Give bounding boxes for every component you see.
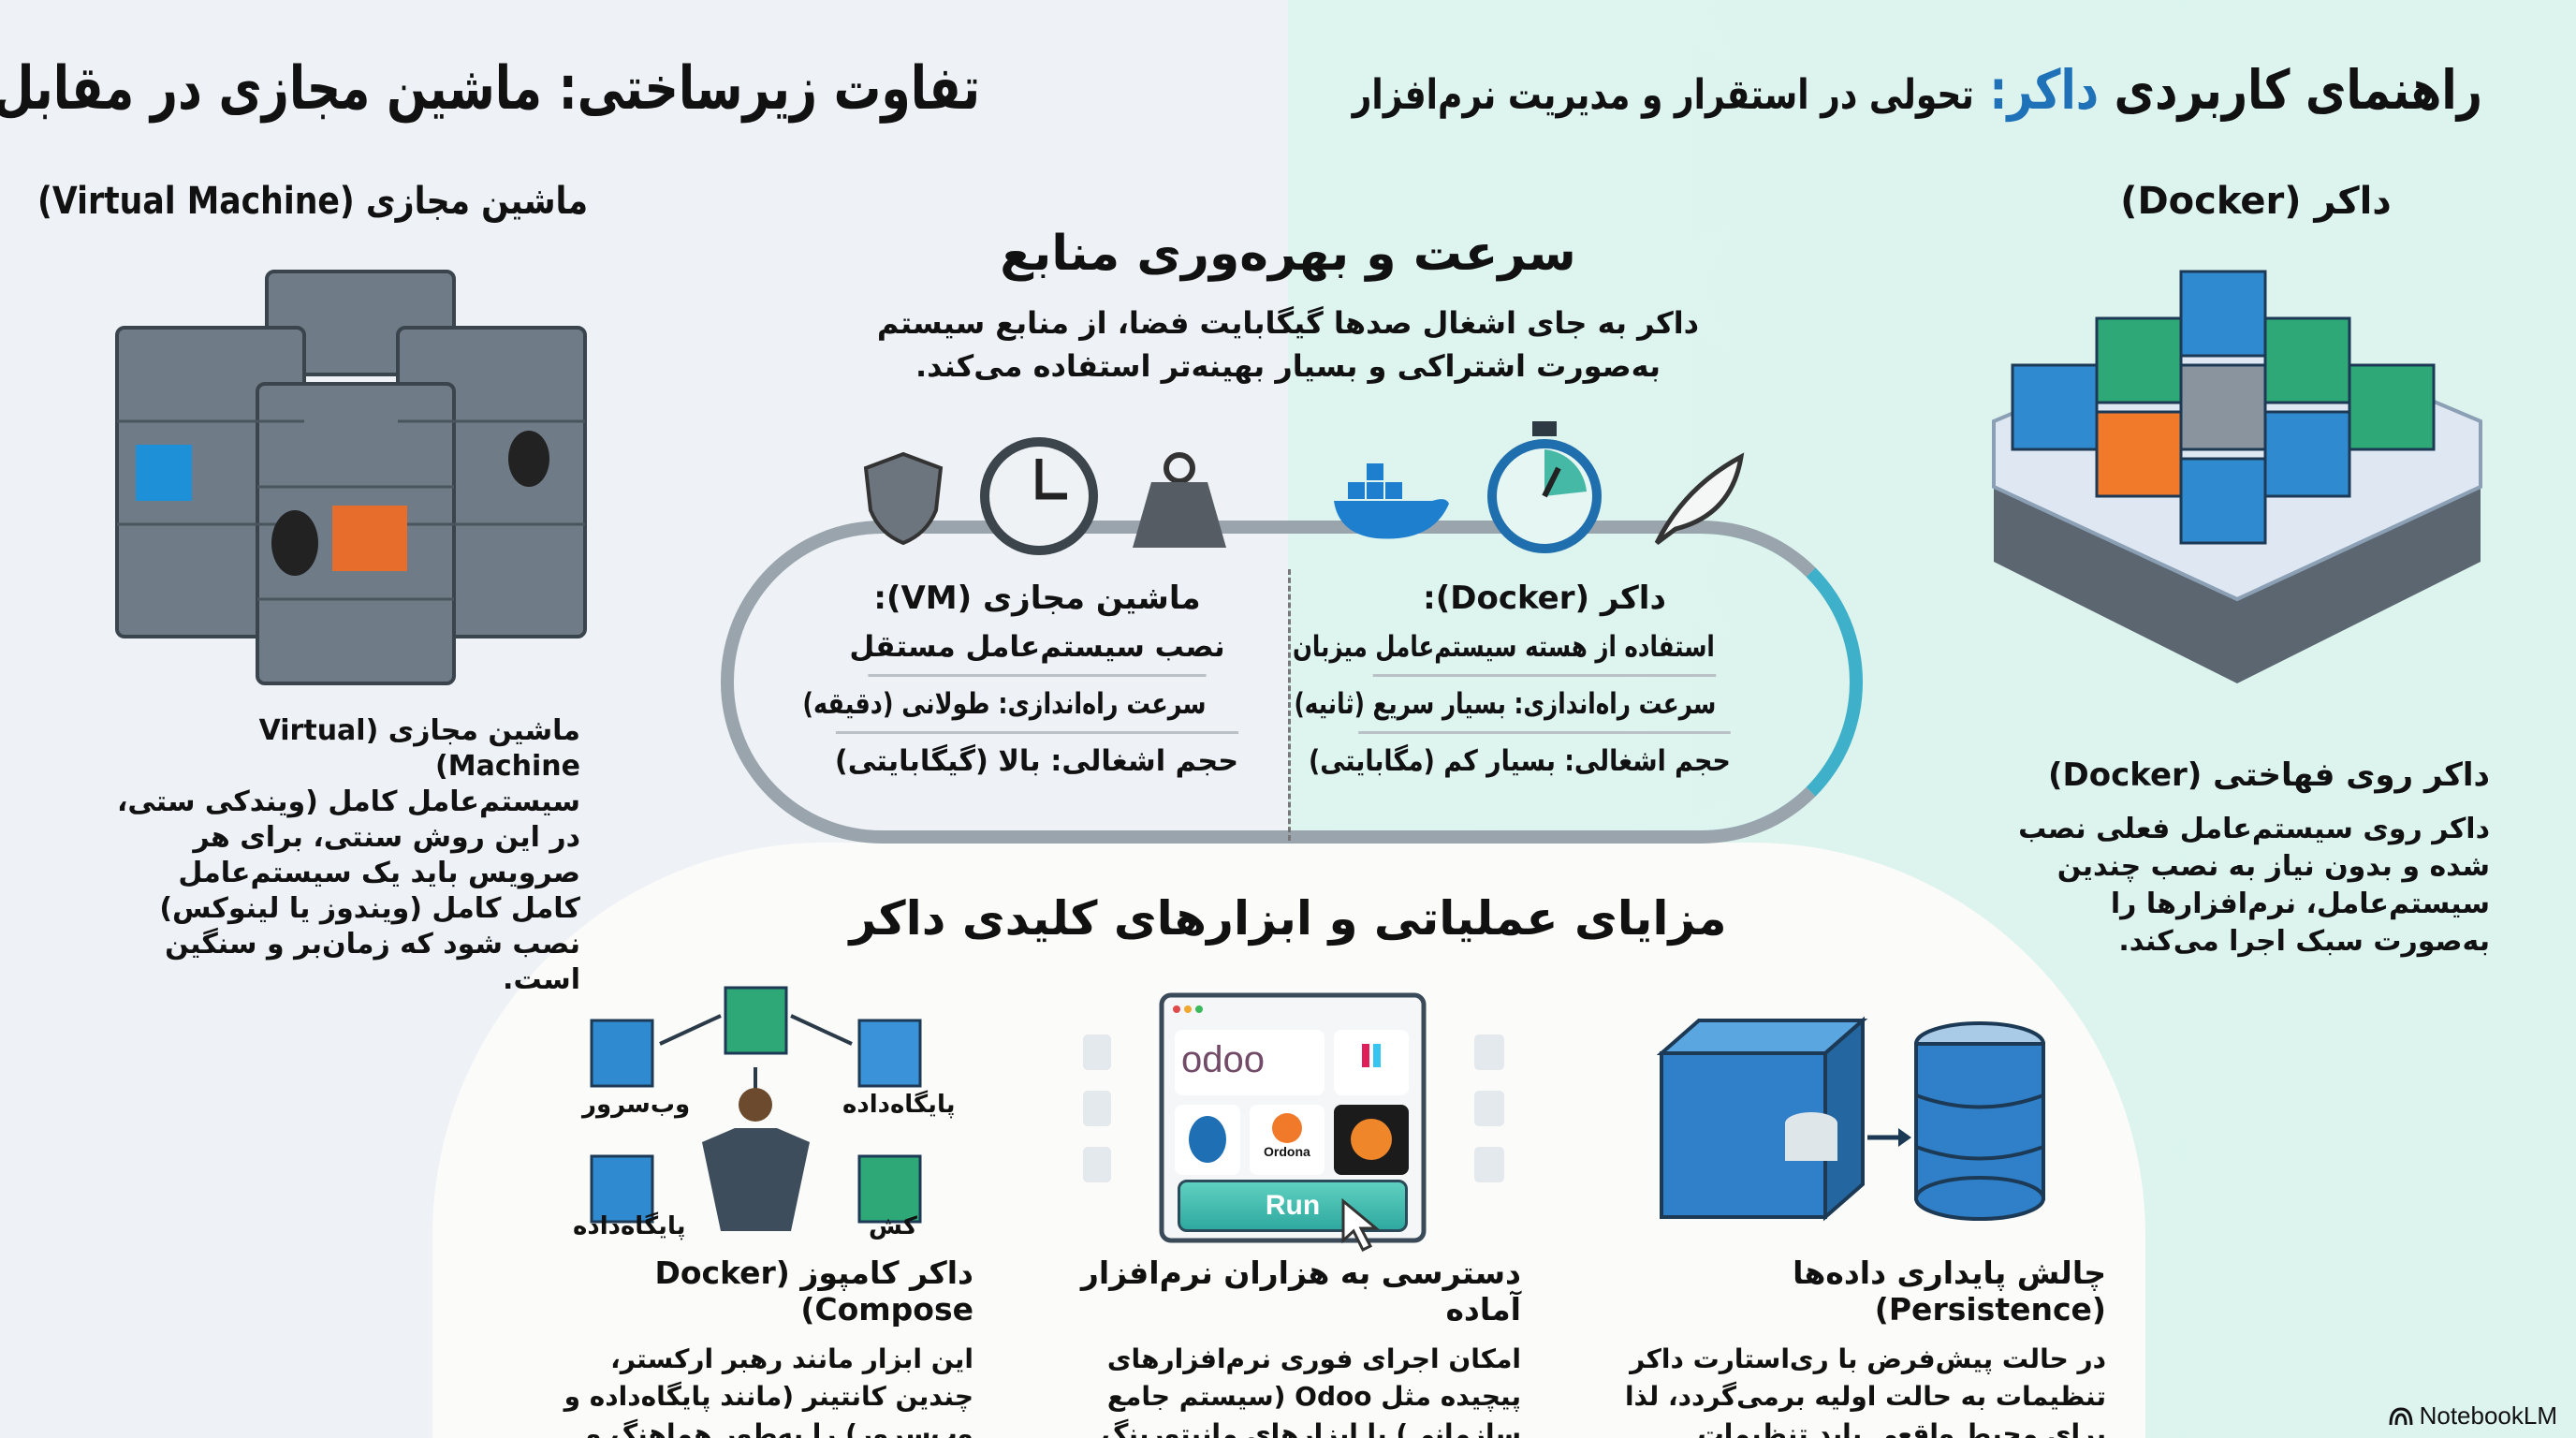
docker-containers-illustration	[1992, 270, 2482, 683]
stopwatch-icon	[1487, 421, 1602, 553]
card-body: در حالت پیش‌فرض با ری‌استارت داکر تنظیما…	[1624, 1343, 2106, 1438]
card-title: دسترسی به هزاران نرم‌افزار آماده	[1080, 1255, 1521, 1328]
vm-desc-body: در این روش سنتی، برای هر صرویس باید یک س…	[159, 821, 580, 996]
grafana-app-tile[interactable]: Ordona	[1264, 1144, 1310, 1159]
page-title-left: تفاوت زیرساختی: ماشین مجازی در مقابل داک…	[0, 54, 981, 124]
docker-description: داکر روی فهاختی (Docker) داکر روی سیستم‌…	[2003, 756, 2490, 961]
speed-section-description: داکر به جای اشغال صدها گیگابایت فضا، از …	[867, 301, 1709, 388]
container-label-database: پایگاه‌داده	[573, 1212, 686, 1240]
docker-compose-card: داکر کامپوز (Docker Compose) این ابزار م…	[543, 1255, 973, 1438]
weight-icon	[1133, 452, 1226, 548]
vm-column-header: ماشین مجازی (VM):	[873, 580, 1201, 617]
windows-logo-icon	[332, 506, 407, 571]
app-store-window-illustration	[1083, 992, 1504, 1243]
card-body: امکان اجرای فوری نرم‌افزارهای پیچیده مثل…	[1101, 1343, 1521, 1438]
card-body: این ابزار مانند رهبر ارکستر، چندین کانتی…	[564, 1343, 973, 1438]
feather-icon	[1654, 452, 1745, 545]
docker-row: سرعت راه‌اندازی: بسیار سریع (ثانیه)	[1294, 674, 1717, 731]
docker-row: حجم اشغالی: بسیار کم (مگابایتی)	[1309, 731, 1731, 788]
notebooklm-logo-icon	[2389, 1406, 2413, 1425]
docker-comparison-column: داکر (Docker): استفاده از هسته سیستم‌عام…	[1293, 579, 1760, 788]
page-title-right: راهنمای کاربردی داکر: تحولی در استقرار و…	[1353, 58, 2482, 122]
docker-column-header: داکر (Docker):	[1423, 580, 1666, 617]
speed-section-title: سرعت و بهره‌وری منابع	[1000, 226, 1576, 282]
card-title: چالش پایداری داده‌ها (Persistence)	[1793, 1255, 2106, 1328]
docker-desc-title: داکر روی فهاختی (Docker)	[2047, 756, 2490, 794]
vm-comparison-column: ماشین مجازی (VM): نصب سیستم‌عامل مستقل س…	[802, 579, 1243, 788]
comparison-divider	[1288, 569, 1291, 841]
vm-desc-title: ماشین مجازی (Virtual Machine)	[258, 714, 580, 783]
speed-desc-line: به‌صورت اشتراکی و بسیار بهینه‌تر استفاده…	[915, 348, 1661, 384]
container-label-database: پایگاه‌داده	[842, 1091, 956, 1119]
docker-heading: داکر (Docker)	[2120, 180, 2392, 223]
persistence-illustration	[1657, 1016, 2045, 1222]
docker-desc-body: داکر روی سیستم‌عامل فعلی نصب شده و بدون …	[2018, 813, 2490, 958]
card-title: داکر کامپوز (Docker Compose)	[654, 1255, 973, 1328]
persistence-card: چالش پایداری داده‌ها (Persistence) در حا…	[1601, 1255, 2106, 1438]
cursor-icon	[1341, 1198, 1381, 1253]
brand-label: NotebookLM	[2419, 1401, 2557, 1430]
vm-row: حجم اشغالی: بالا (گیگابایتی)	[835, 731, 1239, 788]
vm-heading: ماشین مجازی (Virtual Machine)	[37, 180, 589, 223]
odoo-logo[interactable]: odoo	[1181, 1039, 1265, 1080]
docker-whale-icon	[1334, 463, 1449, 539]
container-label-webserver: وب‌سرور	[582, 1091, 691, 1119]
ready-software-card: دسترسی به هزاران نرم‌افزار آماده امکان ا…	[1062, 1255, 1521, 1438]
vm-servers-illustration	[115, 270, 587, 685]
linux-penguin-icon	[271, 510, 318, 576]
container-label-cache: کش	[869, 1212, 917, 1240]
orchestra-conductor-illustration	[590, 986, 922, 1231]
title-suffix: تحولی در استقرار و مدیریت نرم‌افزار	[1352, 71, 1974, 119]
linux-penguin-icon	[508, 431, 549, 487]
title-prefix: راهنمای کاربردی	[2114, 58, 2482, 122]
clock-icon	[980, 437, 1098, 555]
vm-description: ماشین مجازی (Virtual Machine) سیستم‌عامل…	[112, 713, 580, 998]
docker-row: استفاده از هسته سیستم‌عامل میزبان	[1293, 630, 1715, 664]
vm-row: نصب سیستم‌عامل مستقل	[849, 630, 1225, 664]
vm-desc-subtitle: سیستم‌عامل کامل (ویندکی ستی،	[116, 785, 580, 818]
title-accent: داکر:	[1989, 58, 2100, 122]
shield-icon	[863, 451, 944, 546]
vm-row: سرعت راه‌اندازی: طولانی (دقیقه)	[802, 674, 1207, 731]
bottom-section-title: مزایای عملیاتی و ابزارهای کلیدی داکر	[849, 891, 1727, 946]
speed-desc-line: داکر به جای اشغال صدها گیگابایت فضا، از …	[876, 305, 1700, 341]
windows-icon	[136, 445, 192, 501]
notebooklm-brand: NotebookLM	[2388, 1401, 2557, 1431]
